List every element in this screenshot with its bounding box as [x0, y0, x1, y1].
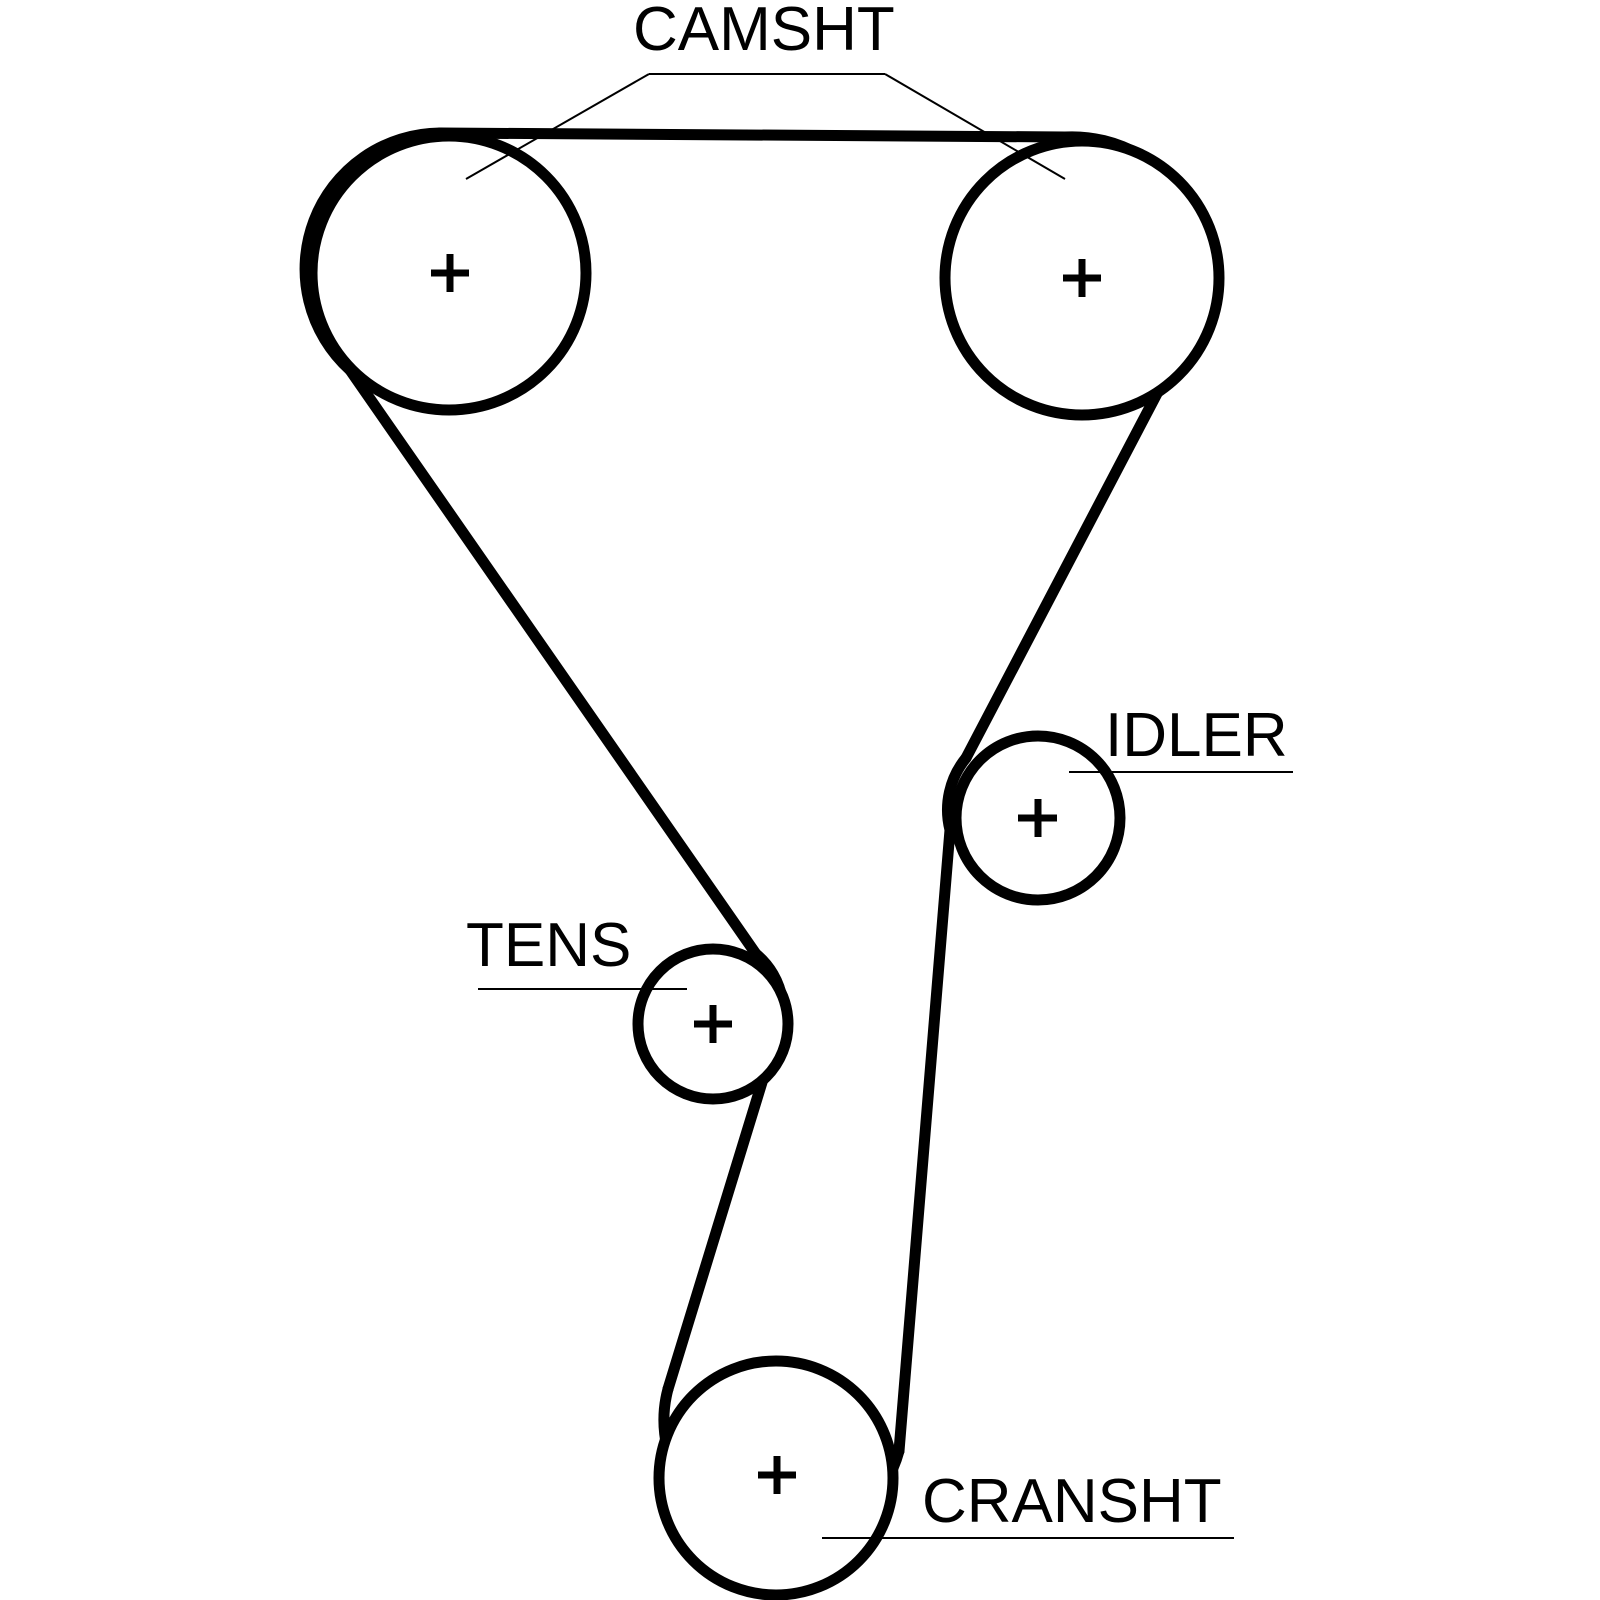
camshaft-label: CAMSHT — [633, 0, 895, 64]
crankshaft-label: CRANSHT — [922, 1467, 1222, 1536]
labels: CAMSHT IDLER TENS CRANSHT — [466, 0, 1288, 1536]
tensioner-label: TENS — [466, 911, 631, 980]
idler-label: IDLER — [1105, 701, 1288, 770]
belt-crank-to-idler — [893, 824, 956, 1457]
belt-left-run — [344, 364, 762, 960]
camshaft-leader-left — [465, 73, 650, 180]
pulley-camshaft-right — [939, 135, 1225, 421]
pulley-crankshaft — [653, 1355, 899, 1600]
belt-top-run — [434, 127, 1071, 143]
belt-right-run — [960, 359, 1178, 764]
pulley-camshaft-left — [306, 130, 592, 416]
leader-lines — [465, 73, 1293, 1539]
belt-tensioner-to-crank — [662, 1047, 777, 1395]
pulley-idler — [950, 730, 1126, 906]
belt-idler-wrap — [942, 752, 972, 836]
camshaft-leader-right — [884, 73, 1066, 180]
pulley-tensioner — [632, 943, 794, 1105]
